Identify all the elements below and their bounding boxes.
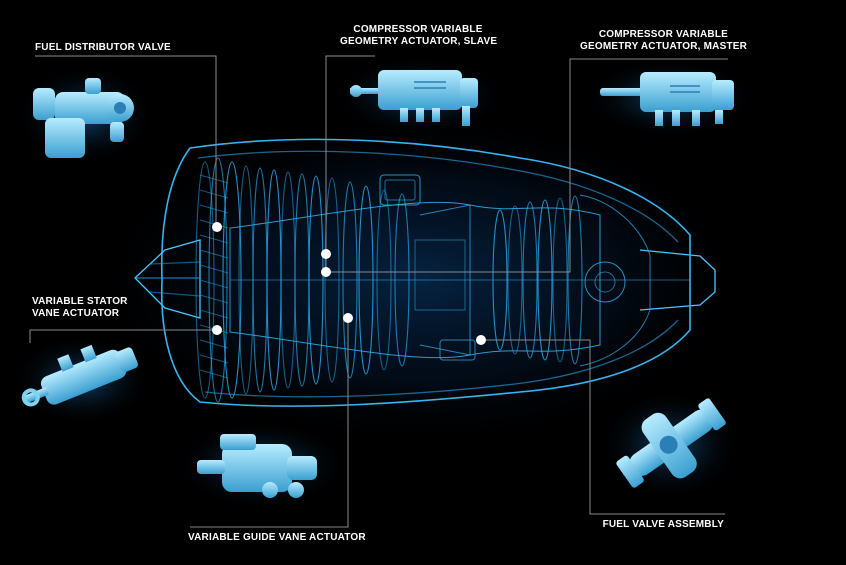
variable-guide-vane-actuator-image bbox=[177, 420, 347, 510]
leader-vsv bbox=[29, 329, 216, 343]
leader-cvg-master bbox=[325, 58, 728, 273]
fuel-distributor-valve-image bbox=[15, 65, 155, 165]
label-fuel-valve-assembly: FUEL VALVE ASSEMBLY bbox=[590, 519, 724, 531]
label-text-line2: VANE ACTUATOR bbox=[32, 308, 120, 319]
label-cvg-actuator-slave: COMPRESSOR VARIABLE GEOMETRY ACTUATOR, S… bbox=[340, 24, 498, 48]
nose-cone bbox=[134, 239, 201, 319]
fan-blade bbox=[199, 369, 229, 379]
fan-blade bbox=[199, 249, 229, 259]
fan-blade bbox=[199, 234, 229, 244]
fan-blade bbox=[199, 339, 229, 349]
label-text: FUEL DISTRIBUTOR VALVE bbox=[35, 42, 171, 53]
compressor-disc bbox=[195, 161, 215, 399]
compressor-disc bbox=[208, 157, 228, 403]
leader-fuel-distributor bbox=[35, 55, 217, 226]
leader-cvg-slave bbox=[325, 55, 375, 270]
marker-vgv bbox=[343, 313, 353, 323]
fan-blade bbox=[199, 174, 229, 184]
marker-cvg-master bbox=[321, 267, 331, 277]
fan-blade bbox=[199, 189, 229, 199]
label-variable-guide-vane-actuator: VARIABLE GUIDE VANE ACTUATOR bbox=[188, 532, 366, 544]
marker-vsv bbox=[212, 325, 222, 335]
fan-blade bbox=[199, 309, 229, 319]
leader-fuel-valve bbox=[481, 339, 725, 515]
engine-wireframe bbox=[134, 138, 716, 407]
label-text-line1: COMPRESSOR VARIABLE bbox=[353, 24, 483, 35]
markers bbox=[212, 222, 486, 345]
label-cvg-actuator-master: COMPRESSOR VARIABLE GEOMETRY ACTUATOR, M… bbox=[580, 29, 748, 53]
marker-fuel-valve bbox=[476, 335, 486, 345]
label-text-line1: COMPRESSOR VARIABLE bbox=[598, 29, 728, 40]
vsv-actuator-image bbox=[12, 335, 152, 425]
engine-core bbox=[229, 174, 690, 367]
cvg-actuator-slave-image bbox=[335, 56, 505, 136]
label-variable-stator-vane-actuator: VARIABLE STATOR VANE ACTUATOR bbox=[32, 296, 128, 320]
fan-blade bbox=[199, 264, 229, 274]
marker-fuel-distributor bbox=[212, 222, 222, 232]
label-text: FUEL VALVE ASSEMBLY bbox=[602, 519, 724, 530]
fan-blade bbox=[199, 279, 229, 289]
leader-vgv bbox=[190, 318, 349, 528]
leader-lines bbox=[29, 55, 728, 528]
fuel-valve-assembly-image bbox=[600, 390, 740, 500]
fan-blade bbox=[199, 354, 229, 364]
label-text: VARIABLE GUIDE VANE ACTUATOR bbox=[188, 532, 366, 543]
label-text-line1: VARIABLE STATOR bbox=[32, 296, 128, 307]
fan-blade bbox=[199, 204, 229, 214]
marker-cvg-slave bbox=[321, 249, 331, 259]
cvg-actuator-master-image bbox=[585, 58, 755, 138]
label-fuel-distributor-valve: FUEL DISTRIBUTOR VALVE bbox=[35, 42, 171, 54]
fan-blade bbox=[199, 294, 229, 304]
label-text-line2: GEOMETRY ACTUATOR, SLAVE bbox=[340, 36, 498, 47]
label-text-line2: GEOMETRY ACTUATOR, MASTER bbox=[580, 41, 748, 52]
